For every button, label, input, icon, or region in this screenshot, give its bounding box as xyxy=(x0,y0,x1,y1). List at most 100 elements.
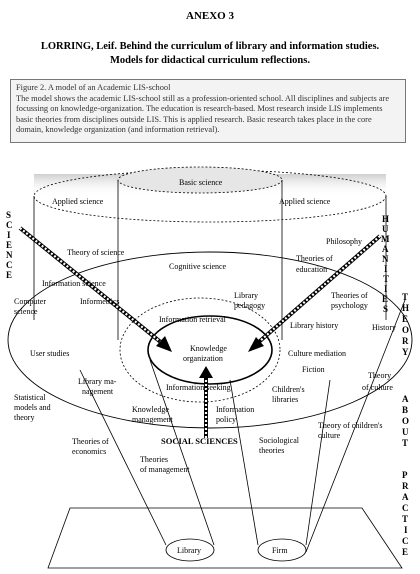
humanities-letter: S xyxy=(383,304,388,314)
label-information-retrieval: Information retrieval xyxy=(159,315,227,324)
label-cognitive-science: Cognitive science xyxy=(169,262,227,271)
label-statistical-models-1: Statistical xyxy=(14,393,46,402)
label-philosophy: Philosophy xyxy=(326,237,362,246)
about-letter: A xyxy=(402,394,409,404)
label-childrens-libraries-1: Children's xyxy=(272,385,305,394)
label-theory-of-culture-2: of culture xyxy=(362,383,393,392)
arrows xyxy=(18,226,382,438)
science-letter: C xyxy=(6,220,13,230)
knowledge-ellipse xyxy=(147,315,273,385)
about-letter: B xyxy=(402,405,408,415)
outer-ellipse xyxy=(7,251,413,429)
about-letter: U xyxy=(402,427,409,437)
label-basic-science: Basic science xyxy=(179,178,223,187)
label-theory-of-childrens-culture-1: Theory of children's xyxy=(318,421,383,430)
firm-ellipse xyxy=(257,538,307,562)
label-sociological-theories-2: theories xyxy=(259,446,284,455)
humanities-letter: A xyxy=(382,244,389,254)
cone-line-5 xyxy=(305,299,406,553)
label-computer-science-2: science xyxy=(14,307,38,316)
science-arrowhead xyxy=(156,336,172,352)
humanities-letter: E xyxy=(382,294,388,304)
figure-caption-text: The model shows the academic LIS-school … xyxy=(16,93,390,135)
science-letter: S xyxy=(6,210,11,220)
science-letter: E xyxy=(6,270,12,280)
label-theories-of-psychology-2: psychology xyxy=(331,301,368,310)
figure-caption-title: Figure 2. A model of an Academic LIS-sch… xyxy=(16,83,171,92)
practice-letter: C xyxy=(402,536,409,546)
theory-letter: R xyxy=(402,336,409,346)
label-library-history: Library history xyxy=(290,321,338,330)
theory-letter: E xyxy=(402,314,408,324)
about-letter: T xyxy=(402,438,408,448)
label-statistical-models-3: theory xyxy=(14,413,34,422)
practice-letter: T xyxy=(402,514,408,524)
label-information-seeking: Information seeking xyxy=(166,383,231,392)
theory-letter: H xyxy=(402,303,409,313)
science-arrow-outline xyxy=(18,226,170,350)
label-information-science: Information science xyxy=(42,279,106,288)
figure-caption-box: Figure 2. A model of an Academic LIS-sch… xyxy=(10,79,406,143)
label-statistical-models-2: models and xyxy=(14,403,51,412)
label-knowledge-management-2: management xyxy=(132,415,174,424)
label-firm: Firm xyxy=(272,546,288,555)
practice-letter: I xyxy=(404,525,408,535)
label-information-policy-2: policy xyxy=(216,415,236,424)
theory-letter: O xyxy=(402,325,409,335)
reference: LORRING, Leif. Behind the curriculum of … xyxy=(10,40,410,68)
practice-letter: P xyxy=(402,470,408,480)
humanities-letter: I xyxy=(384,264,388,274)
label-user-studies: User studies xyxy=(30,349,69,358)
practice-parallelogram xyxy=(47,507,403,569)
label-theory-of-childrens-culture-2: culture xyxy=(318,431,341,440)
label-theories-of-education-1: Theories of xyxy=(296,254,333,263)
label-sociological-theories-1: Sociological xyxy=(259,436,300,445)
label-theories-of-management-2: of management xyxy=(140,465,190,474)
reference-line-2: Models for didactical curriculum reflect… xyxy=(110,55,310,66)
label-applied-science-right: Applied science xyxy=(279,197,331,206)
practice-letter: A xyxy=(402,492,409,502)
humanities-letter: M xyxy=(381,234,390,244)
label-theories-of-psychology-1: Theories of xyxy=(331,291,368,300)
label-knowledge-management-1: Knowledge xyxy=(132,405,169,414)
label-theories-of-management-1: Theories xyxy=(140,455,168,464)
practice-letter: C xyxy=(402,503,409,513)
humanities-letter: N xyxy=(382,254,389,264)
annex-title: ANEXO 3 xyxy=(186,10,234,22)
cone-line-1 xyxy=(79,369,167,546)
label-computer-science-1: Computer xyxy=(14,297,46,306)
cone-line-4 xyxy=(305,379,331,546)
library-ellipse xyxy=(165,538,215,562)
vertical-humanities: H U M A N I T I E S xyxy=(381,214,390,314)
label-social-sciences: SOCIAL SCIENCES xyxy=(161,436,238,446)
label-library-management-2: nagement xyxy=(82,387,114,396)
label-library-management-1: Library ma- xyxy=(78,377,117,386)
vertical-about: A B O U T xyxy=(402,394,409,448)
label-information-policy-1: Information xyxy=(216,405,254,414)
label-applied-science-left: Applied science xyxy=(52,197,104,206)
label-knowledge-organization-2: organization xyxy=(183,354,223,363)
theory-letter: Y xyxy=(402,347,409,357)
label-informetrics: Informetrics xyxy=(80,297,120,306)
vertical-theory: T H E O R Y xyxy=(402,292,409,357)
label-library-pedagogy-2: pedagogy xyxy=(234,301,265,310)
label-knowledge-organization-1: Knowledge xyxy=(190,344,227,353)
practice-letter: R xyxy=(402,481,409,491)
label-culture-mediation: Culture mediation xyxy=(288,349,346,358)
label-childrens-libraries-2: libraries xyxy=(272,395,298,404)
vertical-practice: P R A C T I C E xyxy=(402,470,409,557)
science-letter: C xyxy=(6,260,13,270)
humanities-letter: H xyxy=(382,214,389,224)
label-history: History xyxy=(372,323,396,332)
label-theories-of-economics-1: Theories of xyxy=(72,437,109,446)
diagram-labels: Basic science Applied science Applied sc… xyxy=(14,178,396,555)
science-letter: E xyxy=(6,240,12,250)
humanities-letter: I xyxy=(384,284,388,294)
label-library-pedagogy-1: Library xyxy=(234,291,258,300)
vertical-science: S C I E N C E xyxy=(6,210,13,280)
label-library: Library xyxy=(177,546,201,555)
social-arrowhead xyxy=(199,366,213,378)
reference-line-1: LORRING, Leif. Behind the curriculum of … xyxy=(40,41,380,52)
about-letter: O xyxy=(402,416,409,426)
